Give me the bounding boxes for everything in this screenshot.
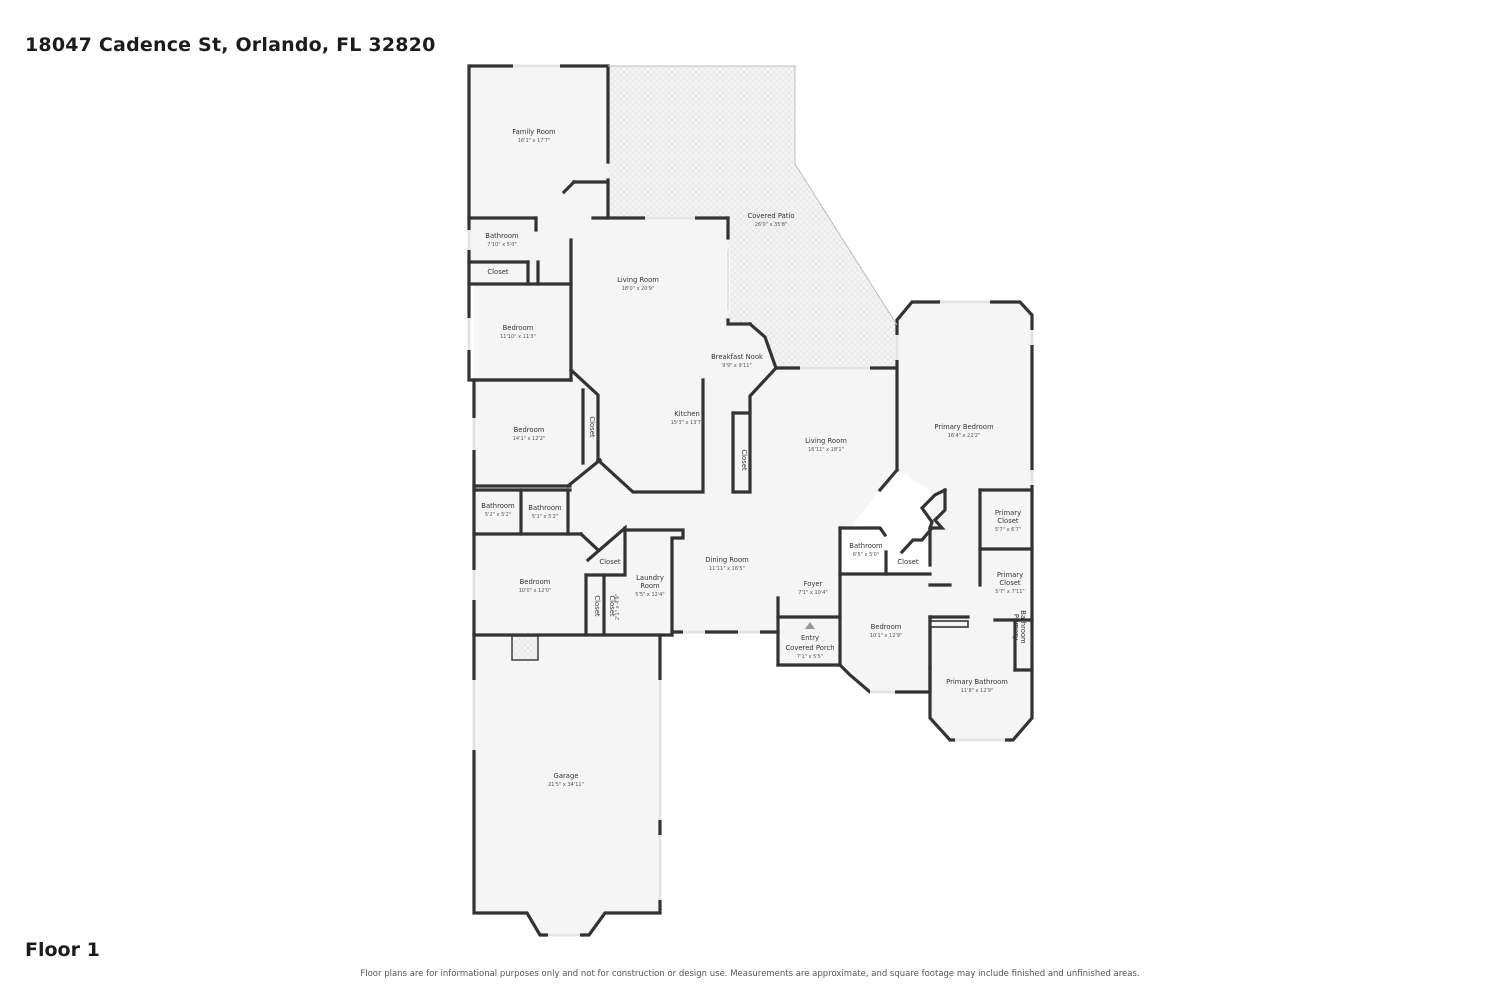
bedroom-4-label: Bedroom: [871, 623, 902, 631]
garage-dims: 21'5" x 34'11": [548, 782, 584, 788]
primary-bathroom-dims: 11'8" x 12'9": [961, 688, 994, 694]
bathroom-2-label: Bathroom: [481, 502, 515, 510]
primary-bathroom-small-label-2: Bathroom: [1019, 610, 1027, 644]
disclaimer-text: Floor plans are for informational purpos…: [360, 969, 1140, 979]
living-room-2-label: Living Room: [805, 437, 847, 445]
bedroom-2-label: Bedroom: [514, 426, 545, 434]
bedroom-3-dims: 10'0" x 12'0": [519, 588, 552, 594]
bathroom-1-dims: 7'10" x 5'0": [487, 242, 516, 248]
room-fills: [469, 66, 1032, 935]
covered-patio-label: Covered Patio: [747, 212, 794, 220]
foyer-label: Foyer: [804, 580, 823, 588]
primary-bathroom-area: [930, 617, 1032, 740]
floor-label: Floor 1: [25, 939, 100, 961]
garage-area: [474, 635, 660, 935]
primary-closet-2-dims: 5'7" x 7'11": [995, 589, 1024, 595]
bedroom-2-dims: 14'1" x 12'2": [513, 436, 546, 442]
primary-closet-1-dims: 5'7" x 6'7": [995, 527, 1021, 533]
closet-6-label: Closet: [593, 595, 601, 617]
covered-patio-area: [608, 66, 897, 368]
closet-7-dims: 2'1" x 4'9": [615, 594, 621, 620]
garage-steps-hatch: [511, 635, 539, 661]
walls: [467, 64, 1034, 937]
dining-room-label: Dining Room: [705, 556, 749, 564]
covered-patio-dims: 26'0" x 35'8": [755, 222, 788, 228]
kitchen-dims: 15'3" x 13'7": [671, 420, 704, 426]
bedroom-4-area: [840, 575, 930, 692]
closet-7-label: Closet: [608, 595, 616, 617]
breakfast-nook-label: Breakfast Nook: [711, 353, 763, 361]
foyer-dims: 7'1" x 10'4": [798, 590, 827, 596]
property-address: 18047 Cadence St, Orlando, FL 32820: [25, 34, 436, 56]
entry-covered-porch-dims: 7'1" x 5'5": [797, 654, 823, 660]
closet-5-label: Closet: [599, 558, 621, 566]
bathroom-3-label: Bathroom: [528, 504, 562, 512]
laundry-room-dims: 5'5" x 12'4": [635, 592, 664, 598]
bedroom-1-label: Bedroom: [503, 324, 534, 332]
primary-bedroom-dims: 16'4" x 22'2": [948, 433, 981, 439]
bedroom-4-dims: 10'1" x 12'9": [870, 633, 903, 639]
bedroom-3-label: Bedroom: [520, 578, 551, 586]
breakfast-nook-dims: 9'9" x 9'11": [722, 363, 751, 369]
living-room-1-label: Living Room: [617, 276, 659, 284]
bathroom-4-dims: 6'5" x 5'0": [853, 552, 879, 558]
dining-room-dims: 11'11" x 16'5": [709, 566, 745, 572]
living-room-2-dims: 16'11" x 18'1": [808, 447, 844, 453]
living-room-1-dims: 18'0" x 20'9": [622, 286, 655, 292]
room-labels: Family Room 16'1" x 17'7" Covered Patio …: [481, 128, 1027, 788]
kitchen-label: Kitchen: [674, 410, 700, 418]
bathroom-3-dims: 5'1" x 5'2": [532, 514, 558, 520]
bathroom-2-dims: 5'2" x 5'2": [485, 512, 511, 518]
family-room-label: Family Room: [512, 128, 556, 136]
closet-3-label: Closet: [740, 449, 748, 471]
primary-bathroom-label: Primary Bathroom: [946, 678, 1008, 686]
bathroom-4-label: Bathroom: [849, 542, 883, 550]
entry-arrow-icon: [805, 622, 815, 629]
bathroom-1-label: Bathroom: [485, 232, 519, 240]
closet-4-label: Closet: [897, 558, 919, 566]
garage-label: Garage: [554, 772, 579, 780]
primary-bedroom-label: Primary Bedroom: [934, 423, 994, 431]
family-room-area: [469, 66, 608, 218]
family-room-dims: 16'1" x 17'7": [518, 138, 551, 144]
closet-1-label: Closet: [487, 268, 509, 276]
primary-bathroom-small-label: Primary.: [1012, 614, 1027, 640]
bedroom-1-dims: 11'10" x 11'3": [500, 334, 536, 340]
closet-2-label: Closet: [588, 416, 596, 438]
